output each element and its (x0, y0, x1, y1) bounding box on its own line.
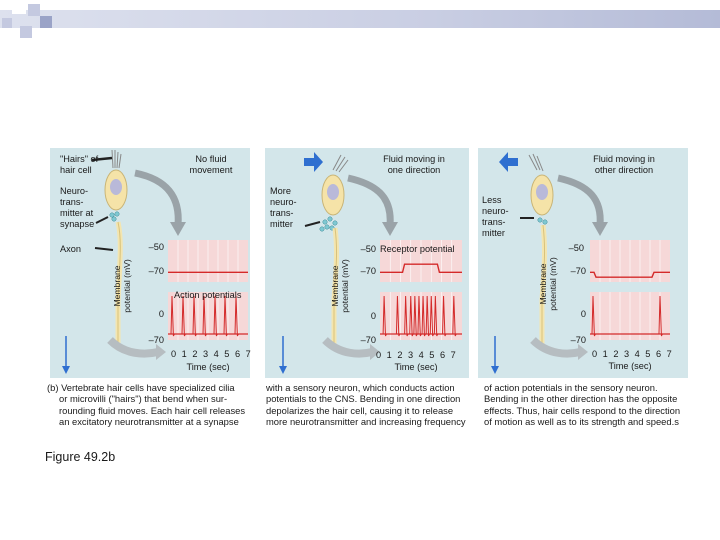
caption-line: (b) Vertebrate hair cells have specializ… (47, 382, 245, 393)
tick-mid-middle: –70 (350, 266, 376, 277)
tick-mid-left: –70 (138, 266, 164, 277)
neurotransmitter-label-right: Less neuro- trans- mitter (482, 195, 509, 239)
axon-label: Axon (60, 244, 81, 255)
x-axis-label-right: Time (sec) (588, 361, 672, 372)
tick-mid-right: –70 (560, 266, 586, 277)
caption-line: potentials to the CNS. Bending in one di… (266, 393, 466, 404)
caption-line: more neurotransmitter and increasing fre… (266, 416, 466, 427)
neurotransmitter-label-left: Neuro- trans- mitter at synapse (60, 186, 94, 230)
tick-top-right: –50 (560, 243, 584, 254)
state-label-left: No fluid movement (180, 154, 242, 176)
caption-line: or microvilli ("hairs") that bend when s… (47, 393, 245, 404)
y-axis-label-middle: Membrane potential (mV) (330, 256, 350, 316)
state-label-right: Fluid moving in other direction (582, 154, 666, 176)
caption-line: an excitatory neurotransmitter at a syna… (47, 416, 245, 427)
action-potentials-label: Action potentials (174, 290, 241, 301)
x-axis-label-left: Time (sec) (168, 362, 248, 373)
x-axis-label-middle: Time (sec) (374, 362, 458, 373)
caption-column-1: (b) Vertebrate hair cells have specializ… (47, 382, 245, 427)
caption-line: of motion as well as to its strength and… (484, 416, 680, 427)
caption-line: effects. Thus, hair cells respond to the… (484, 405, 680, 416)
neurotransmitter-label-middle: More neuro- trans- mitter (270, 186, 297, 230)
caption-column-3: of action potentials in the sensory neur… (484, 382, 680, 427)
tick-top-left: –50 (138, 242, 164, 253)
caption-line: of action potentials in the sensory neur… (484, 382, 680, 393)
tick-top-middle: –50 (352, 244, 376, 255)
tick-bottom-right: –70 (560, 335, 586, 346)
caption-line: Bending in the other direction has the o… (484, 393, 680, 404)
tick-bottom-middle: –70 (350, 335, 376, 346)
figure-label: Figure 49.2b (45, 450, 115, 464)
caption-column-2: with a sensory neuron, which conducts ac… (266, 382, 466, 427)
tick-zero-right: 0 (560, 309, 586, 320)
caption-line: depolarizes the hair cell, causing it to… (266, 405, 466, 416)
receptor-potential-label: Receptor potential (380, 244, 455, 255)
x-ticks-middle: 0 1 2 3 4 5 6 7 (376, 350, 457, 361)
hairs-label: "Hairs" of hair cell (60, 154, 98, 176)
tick-zero-left: 0 (138, 309, 164, 320)
y-axis-label-left: Membrane potential (mV) (112, 256, 132, 316)
x-ticks-right: 0 1 2 3 4 5 6 7 (592, 349, 673, 360)
tick-zero-middle: 0 (350, 311, 376, 322)
caption-line: rounding fluid moves. Each hair cell rel… (47, 405, 245, 416)
x-ticks-left: 0 1 2 3 4 5 6 7 (171, 349, 252, 360)
tick-bottom-left: –70 (138, 335, 164, 346)
caption-line: with a sensory neuron, which conducts ac… (266, 382, 466, 393)
state-label-middle: Fluid moving in one direction (372, 154, 456, 176)
y-axis-label-right: Membrane potential (mV) (538, 254, 558, 314)
